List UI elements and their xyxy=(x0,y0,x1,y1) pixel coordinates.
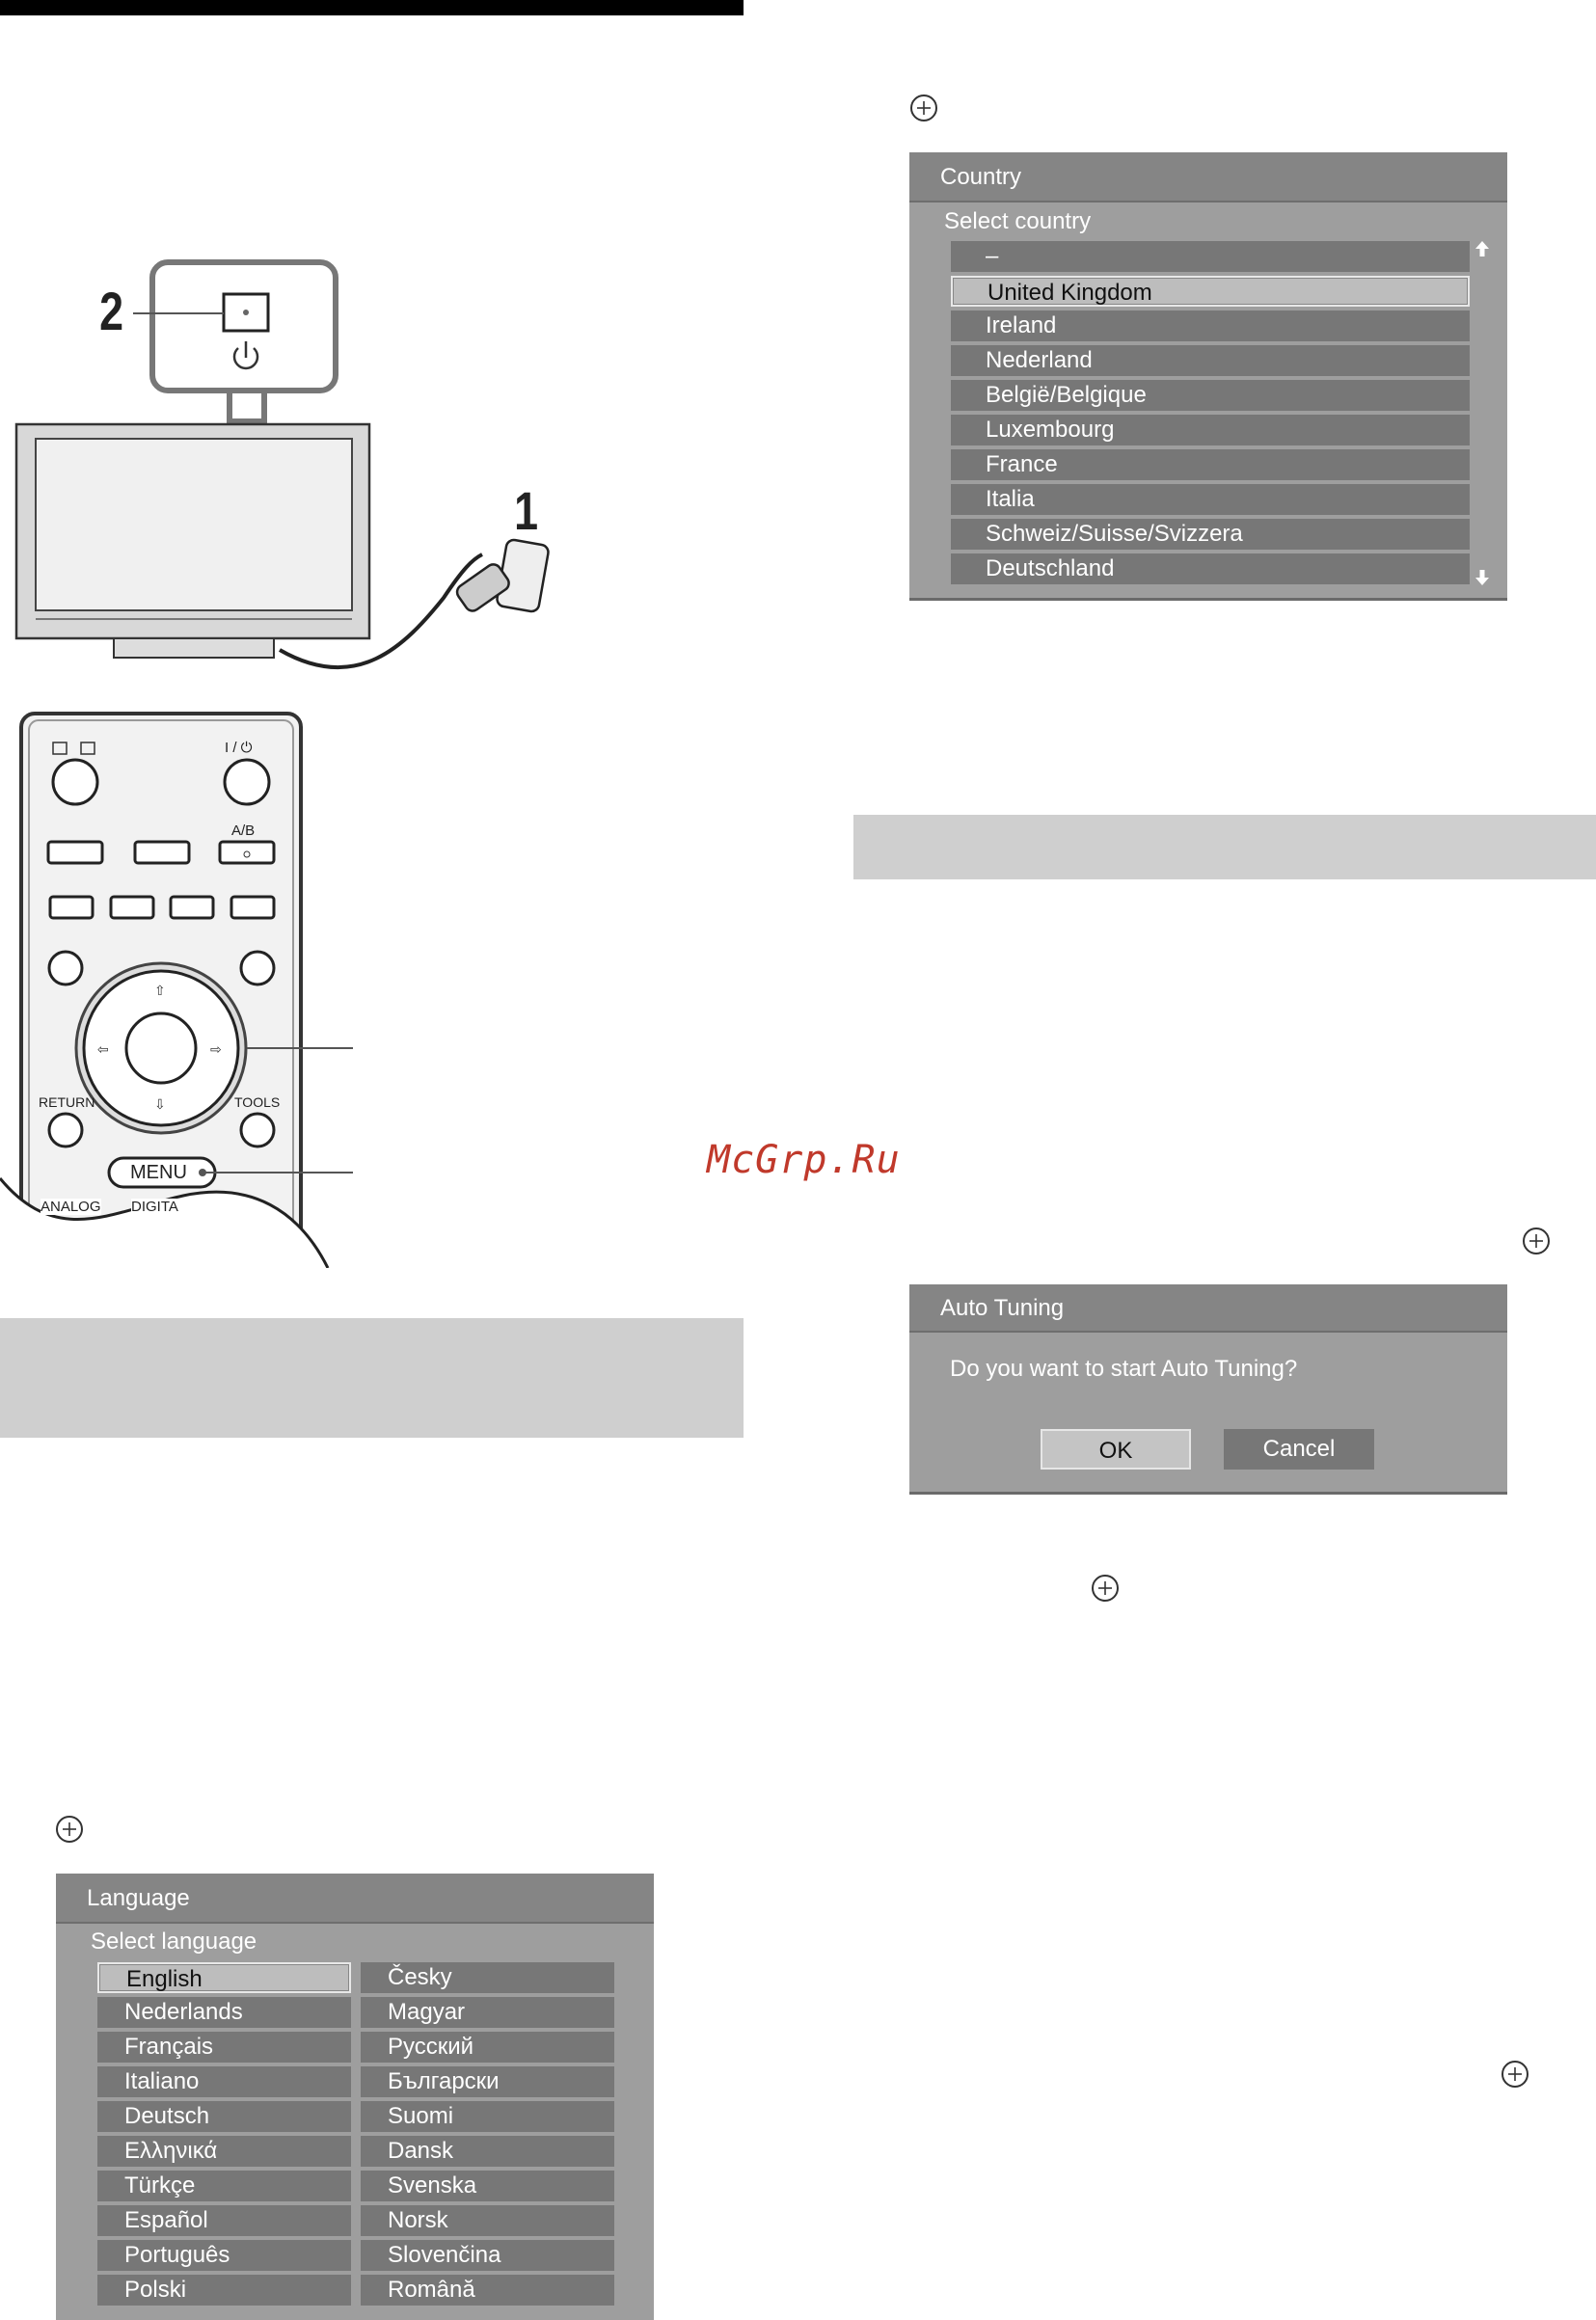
section-heading-bar-left xyxy=(0,1318,744,1438)
menu-button-label: MENU xyxy=(130,1162,187,1183)
down-arrow-icon[interactable] xyxy=(1475,570,1489,585)
country-list-item[interactable]: Nederland xyxy=(951,345,1470,376)
section-heading-bar-right xyxy=(853,815,1596,879)
return-label: RETURN xyxy=(39,1094,95,1110)
country-list-item[interactable]: Italia xyxy=(951,484,1470,515)
language-list-item[interactable]: Slovenčina xyxy=(361,2240,614,2271)
ab-label: A/B xyxy=(231,823,256,839)
cross-icon xyxy=(1523,1227,1550,1254)
language-list-item[interactable]: Português xyxy=(97,2240,351,2271)
step-1-label: 1 xyxy=(514,480,539,541)
language-list-item[interactable]: Español xyxy=(97,2205,351,2236)
country-list-item[interactable]: Luxembourg xyxy=(951,415,1470,445)
country-list-item[interactable]: France xyxy=(951,449,1470,480)
language-list-item[interactable]: Русский xyxy=(361,2032,614,2063)
cross-icon xyxy=(1092,1575,1119,1602)
language-list-item[interactable]: Česky xyxy=(361,1962,614,1993)
digital-label: DIGITA xyxy=(131,1199,178,1215)
country-list-item[interactable]: Ireland xyxy=(951,310,1470,341)
tools-label: TOOLS xyxy=(234,1094,281,1110)
auto-tuning-question: Do you want to start Auto Tuning? xyxy=(950,1356,1298,1382)
cross-icon xyxy=(56,1816,83,1843)
language-list-item[interactable]: Română xyxy=(361,2275,614,2306)
svg-text:⇦: ⇦ xyxy=(97,1041,109,1057)
plug-icon xyxy=(455,538,550,613)
language-screen-title: Language xyxy=(56,1874,654,1924)
country-list-item[interactable]: Deutschland xyxy=(951,553,1470,584)
country-list-item[interactable]: – xyxy=(951,241,1470,272)
svg-text:⇧: ⇧ xyxy=(154,983,166,998)
auto-tuning-title: Auto Tuning xyxy=(909,1284,1507,1333)
country-screen-subtitle: Select country xyxy=(944,208,1092,234)
auto-tuning-dialog: Auto Tuning Do you want to start Auto Tu… xyxy=(909,1284,1507,1495)
cancel-button[interactable]: Cancel xyxy=(1224,1429,1374,1470)
language-list-item[interactable]: Polski xyxy=(97,2275,351,2306)
svg-text:⇨: ⇨ xyxy=(210,1041,222,1057)
language-list-item[interactable]: Ελληνικά xyxy=(97,2136,351,2167)
country-list-item[interactable]: United Kingdom xyxy=(951,276,1470,307)
analog-label: ANALOG xyxy=(41,1199,101,1215)
language-list-item[interactable]: Italiano xyxy=(97,2066,351,2097)
language-list-item[interactable]: Nederlands xyxy=(97,1997,351,2028)
header-rule xyxy=(0,0,744,15)
language-list-item[interactable]: Türkçe xyxy=(97,2171,351,2201)
language-list-item[interactable]: Magyar xyxy=(361,1997,614,2028)
cross-icon xyxy=(1501,2061,1528,2088)
language-list-item[interactable]: Norsk xyxy=(361,2205,614,2236)
language-list-item[interactable]: Français xyxy=(97,2032,351,2063)
power-icon xyxy=(232,341,259,370)
step-2-label: 2 xyxy=(99,281,124,341)
language-screen-subtitle: Select language xyxy=(91,1929,257,1955)
tv-illustration xyxy=(14,259,550,669)
svg-text:⇩: ⇩ xyxy=(154,1096,166,1112)
remote-control: ⇧ ⇩ ⇦ ⇨ I / ⏻ A/B RETURN TOOLS MENU ANAL… xyxy=(0,709,359,1268)
language-list-item[interactable]: Svenska xyxy=(361,2171,614,2201)
power-label: I / ⏻ xyxy=(225,740,253,756)
watermark: McGrp.Ru xyxy=(707,1138,901,1182)
country-list-item[interactable]: Schweiz/Suisse/Svizzera xyxy=(951,519,1470,550)
language-list-item[interactable]: Български xyxy=(361,2066,614,2097)
cross-icon xyxy=(910,94,937,121)
language-list-item[interactable]: English xyxy=(97,1962,351,1993)
ok-button[interactable]: OK xyxy=(1041,1429,1191,1470)
country-screen-title: Country xyxy=(909,152,1507,202)
country-list-item[interactable]: België/Belgique xyxy=(951,380,1470,411)
language-list-item[interactable]: Suomi xyxy=(361,2101,614,2132)
language-list-item[interactable]: Deutsch xyxy=(97,2101,351,2132)
language-list-item[interactable]: Dansk xyxy=(361,2136,614,2167)
up-arrow-icon[interactable] xyxy=(1475,241,1489,256)
